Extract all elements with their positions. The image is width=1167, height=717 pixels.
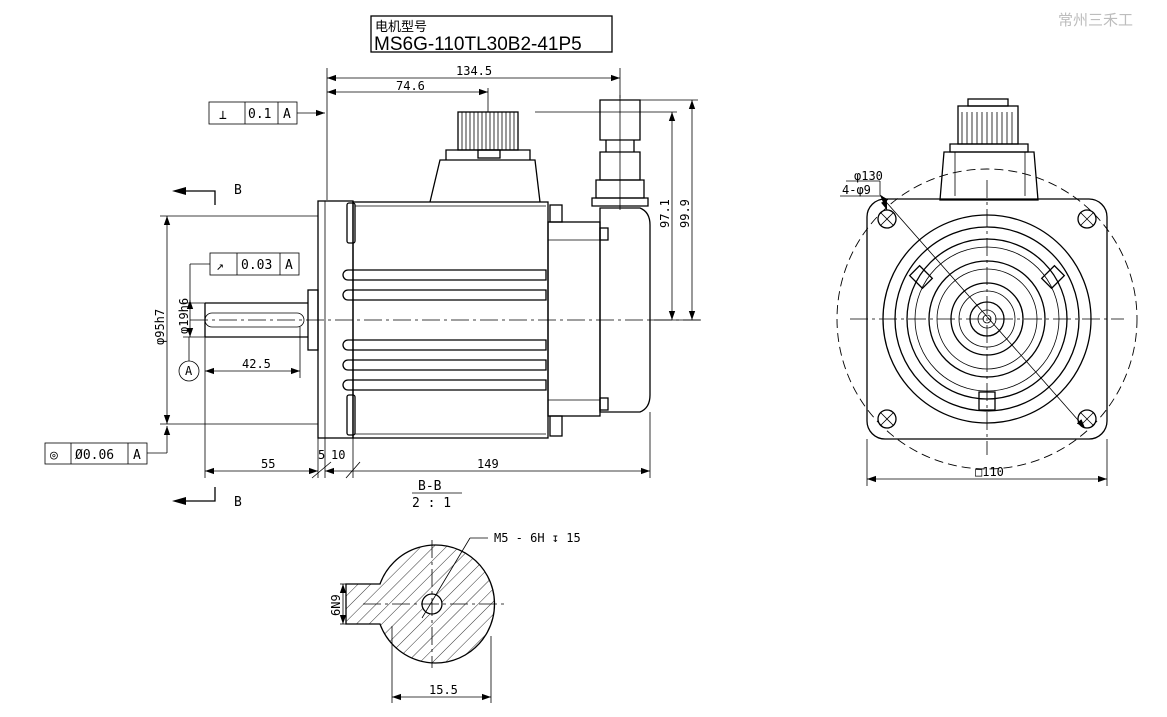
section-hatch	[345, 544, 496, 664]
runout-frame: ↗ 0.03 A	[190, 252, 300, 276]
concentricity-value: Ø0.06	[75, 448, 114, 463]
perpendicularity-datum: A	[283, 107, 291, 122]
dim-shaft-length: 55	[261, 457, 275, 471]
perpendicularity-frame: ⊥ 0.1 A	[208, 101, 325, 125]
datum-a-letter: A	[185, 364, 193, 378]
dim-height-97: 97.1	[658, 199, 672, 228]
dim-square: □110	[975, 465, 1004, 479]
concentricity-frame: ◎ Ø0.06 A	[44, 426, 171, 465]
runout-datum: A	[285, 258, 293, 273]
dim-overall-length: 134.5	[456, 64, 492, 78]
model-number: MS6G-110TL30B2-41P5	[374, 34, 582, 55]
section-name: B-B	[418, 479, 442, 494]
section-label-top: B	[234, 183, 242, 198]
section-scale: 2 : 1	[412, 496, 451, 511]
section-b-b: B-B 2 : 1 M5 - 6H ↧ 15 6N9 15.5	[329, 479, 581, 703]
dim-holes: 4-φ9	[842, 183, 871, 197]
concentricity-icon: ◎	[50, 448, 58, 463]
dim-body-length: 149	[477, 457, 499, 471]
dim-key-depth: 15.5	[429, 683, 458, 697]
dim-flange-dia: φ95h7	[153, 309, 167, 345]
perpendicularity-icon: ⊥	[219, 108, 227, 123]
dim-key-width: 6N9	[329, 594, 343, 616]
connector-thread	[461, 112, 515, 150]
side-view-dimensions: 134.5 74.6 97.1 99.9 φ95h7 φ19h6 A 42.5	[153, 64, 700, 510]
side-view	[190, 95, 702, 439]
front-connector-thread	[961, 112, 1013, 144]
dim-connector-offset: 74.6	[396, 79, 425, 93]
concentricity-datum: A	[133, 448, 141, 463]
dim-flange-thk-b: 10	[331, 448, 345, 462]
runout-icon: ↗	[216, 259, 224, 274]
perpendicularity-value: 0.1	[248, 107, 271, 122]
dim-pcd: φ130	[854, 169, 883, 183]
title-heading: 电机型号	[375, 19, 427, 34]
dim-thread: M5 - 6H ↧ 15	[494, 531, 581, 545]
front-view: φ130 4-φ9 □110	[836, 98, 1138, 486]
section-label-bottom: B	[234, 495, 242, 510]
title-block: 电机型号 MS6G-110TL30B2-41P5	[370, 15, 613, 55]
runout-value: 0.03	[241, 258, 272, 273]
dim-shaft-dia: φ19h6	[177, 298, 191, 334]
dim-shaft-key-length: 42.5	[242, 357, 271, 371]
dim-flange-thk-a: 5	[318, 448, 325, 462]
watermark: 常州三禾工	[1058, 11, 1133, 29]
cooling-fins	[342, 269, 547, 391]
dim-height-99: 99.9	[678, 199, 692, 228]
